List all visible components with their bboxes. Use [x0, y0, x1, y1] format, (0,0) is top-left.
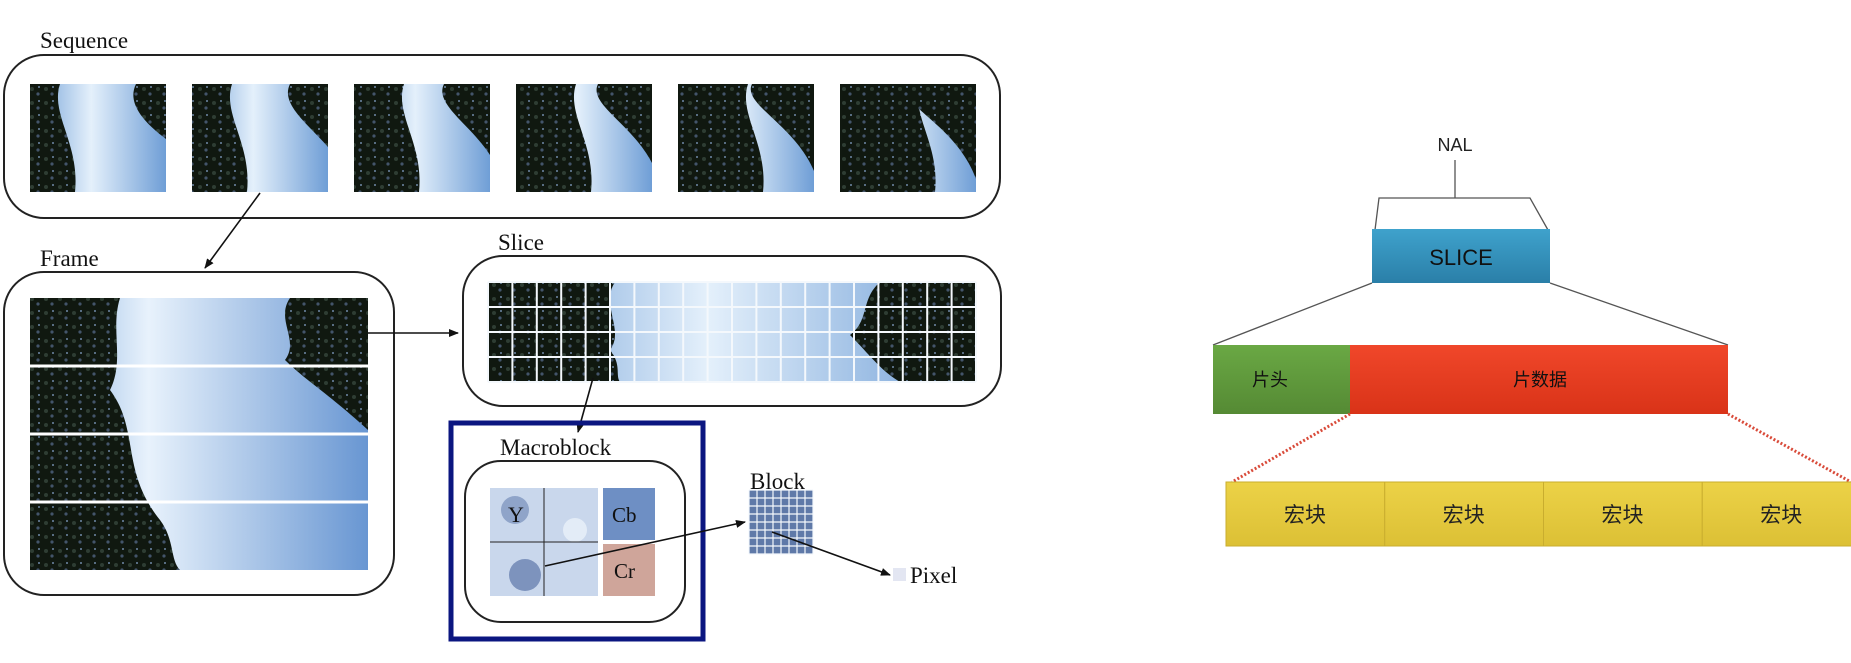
slice-data-label: 片数据 [1513, 370, 1567, 390]
sequence-label: Sequence [40, 28, 128, 53]
slice-box [1372, 229, 1550, 283]
slice-image [487, 281, 977, 383]
data-left-dotted [1231, 412, 1351, 484]
macroblock-cell-label: 宏块 [1443, 504, 1485, 527]
sequence-frame [192, 84, 328, 192]
slice-data-box [1350, 345, 1728, 414]
macroblock-cell [1225, 481, 1386, 547]
sequence-frame [354, 84, 490, 192]
cr-label: Cr [614, 559, 635, 583]
macroblock-cell-label: 宏块 [1284, 504, 1326, 527]
block-grid [748, 489, 814, 555]
macroblock-cb: Cb [603, 488, 655, 540]
slice-box-label: SLICE [1429, 245, 1493, 270]
sequence-frame [516, 84, 652, 192]
block-to-pixel-arrow [771, 531, 891, 576]
sequence-container [3, 54, 1001, 219]
slice-left-line [1212, 282, 1373, 346]
sequence-frame [840, 84, 976, 192]
macroblock-cell [1543, 481, 1703, 547]
macroblock-cell-label: 宏块 [1602, 504, 1644, 527]
slice-right-line [1549, 282, 1729, 346]
sequence-to-frame-arrow [204, 192, 261, 269]
sequence-frame [678, 84, 814, 192]
slice-header-box [1213, 345, 1350, 414]
slice-container [462, 255, 1002, 407]
frame-container [3, 271, 395, 596]
macroblock-cell [1701, 481, 1851, 547]
macroblock-y: Y [490, 488, 598, 596]
cb-label: Cb [612, 503, 637, 527]
macroblock-cell-label: 宏块 [1760, 504, 1802, 527]
pixel-swatch [893, 568, 906, 581]
macroblock-cr: Cr [603, 544, 655, 596]
y-label: Y [508, 502, 524, 527]
macroblock-cell [1384, 481, 1544, 547]
frame-label: Frame [40, 246, 99, 271]
macroblock-row: 宏块 宏块 宏块 宏块 [1225, 481, 1851, 547]
slice-label: Slice [498, 230, 544, 255]
sequence-frames [30, 84, 976, 192]
macroblock-label: Macroblock [500, 435, 612, 460]
pixel-label: Pixel [910, 563, 957, 588]
macroblock-container [464, 460, 686, 623]
nal-label: NAL [1437, 135, 1472, 155]
slice-header-label: 片头 [1252, 370, 1288, 390]
frame-image [30, 298, 368, 570]
nal-bracket [1374, 197, 1549, 231]
data-right-dotted [1727, 412, 1851, 484]
sequence-frame [30, 84, 166, 192]
macroblock-to-block-arrow [544, 520, 746, 567]
